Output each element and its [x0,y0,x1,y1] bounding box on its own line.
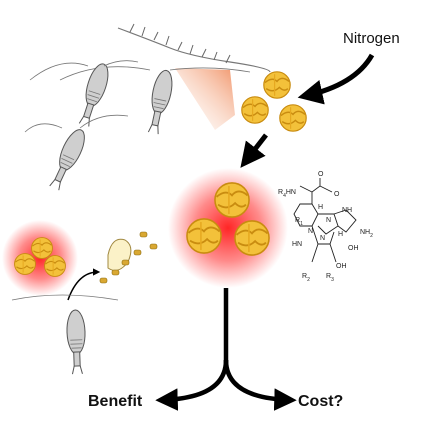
svg-text:H: H [318,204,323,211]
svg-text:OH: OH [348,245,359,252]
svg-text:R3: R3 [326,273,334,283]
svg-text:N: N [308,228,313,235]
svg-text:OH: OH [336,263,347,270]
toxin-arrow [240,133,268,168]
algal-cluster-top [241,71,307,132]
svg-text:R1: R1 [295,217,303,227]
toxic-cluster-small [2,220,78,296]
copepod-upper-left [29,60,139,129]
chemical-labels: R4HN O O R1 H HN N N NH NH2 N H OH OH R2… [278,171,373,283]
ingestion-arrow [67,268,101,301]
cost-label: Cost? [298,393,343,410]
light-beam [175,68,235,130]
svg-text:R4HN: R4HN [278,189,296,199]
svg-text:N: N [326,217,331,224]
copepod-lower-left [24,114,129,193]
svg-text:NH: NH [342,207,352,214]
svg-text:O: O [334,191,340,198]
svg-text:H: H [338,231,343,238]
svg-text:O: O [318,171,324,178]
chemical-structure [293,178,357,263]
benefit-label: Benefit [88,393,143,410]
toxic-cluster-large [168,168,288,288]
copepod-bottom [11,294,119,375]
nitrogen-arrow [297,53,375,105]
svg-text:R2: R2 [302,273,310,283]
svg-text:HN: HN [292,241,302,248]
nitrogen-label: Nitrogen [343,30,400,47]
svg-text:N: N [320,235,325,242]
cost-arrow [223,359,297,411]
surface-line [117,23,271,73]
ingestion-blob [107,238,132,271]
benefit-arrow [155,359,229,411]
svg-text:NH2: NH2 [360,229,373,239]
pellet-chain [99,231,158,284]
